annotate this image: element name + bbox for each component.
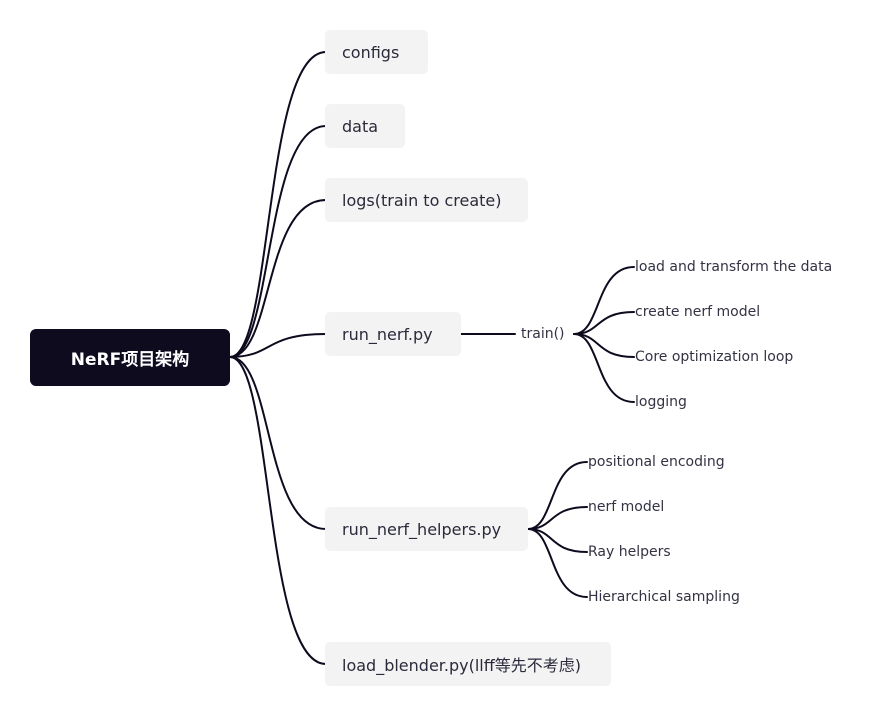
connector-train-leaf-3 — [573, 333, 635, 403]
leaf-positional-encoding[interactable]: positional encoding — [588, 454, 725, 470]
connector-helpers-leaf-0 — [527, 461, 588, 530]
root-label: NeRF项目架构 — [70, 350, 190, 370]
branch-configs[interactable]: configs — [325, 30, 428, 74]
leaf-load-transform-data[interactable]: load and transform the data — [635, 259, 833, 275]
root-node[interactable]: NeRF项目架构 — [30, 329, 230, 386]
connector-root-branch-5 — [229, 356, 327, 665]
connector-helpers-leaf-1 — [527, 506, 588, 530]
connector-root-branch-3 — [229, 333, 327, 358]
leaf-core-optimization-loop[interactable]: Core optimization loop — [635, 349, 794, 365]
connector-helpers-leaf-3 — [527, 528, 588, 598]
leaf-nerf-model[interactable]: nerf model — [588, 499, 665, 515]
branch-logs[interactable]: logs(train to create) — [325, 178, 528, 222]
branch-run-nerf[interactable]: run_nerf.py — [325, 312, 461, 356]
connector-train-leaf-2 — [573, 333, 635, 358]
connector-train-leaf-1 — [573, 311, 635, 335]
branch-label: configs — [342, 42, 400, 62]
connector-root-branch-4 — [229, 356, 327, 530]
branch-data[interactable]: data — [325, 104, 405, 148]
connector-root-branch-2 — [229, 199, 327, 358]
branch-label: run_nerf.py — [342, 324, 433, 344]
branch-label: data — [342, 116, 379, 136]
branch-run-nerf-helpers[interactable]: run_nerf_helpers.py — [325, 507, 528, 551]
branch-label: load_blender.py(llff等先不考虑) — [342, 656, 582, 675]
connector-root-branch-0 — [229, 51, 327, 358]
subnode-train[interactable]: train() — [521, 326, 565, 342]
branch-label: run_nerf_helpers.py — [342, 519, 502, 539]
connector-helpers-leaf-2 — [527, 528, 588, 553]
connector-root-branch-1 — [229, 125, 327, 358]
branch-label: logs(train to create) — [342, 190, 502, 210]
leaf-hierarchical-sampling[interactable]: Hierarchical sampling — [588, 589, 740, 605]
connector-train-leaf-0 — [573, 266, 635, 335]
leaf-logging[interactable]: logging — [635, 394, 687, 410]
leaf-create-nerf-model[interactable]: create nerf model — [635, 304, 761, 320]
branch-load-blender[interactable]: load_blender.py(llff等先不考虑) — [325, 642, 611, 686]
leaf-ray-helpers[interactable]: Ray helpers — [588, 544, 671, 560]
